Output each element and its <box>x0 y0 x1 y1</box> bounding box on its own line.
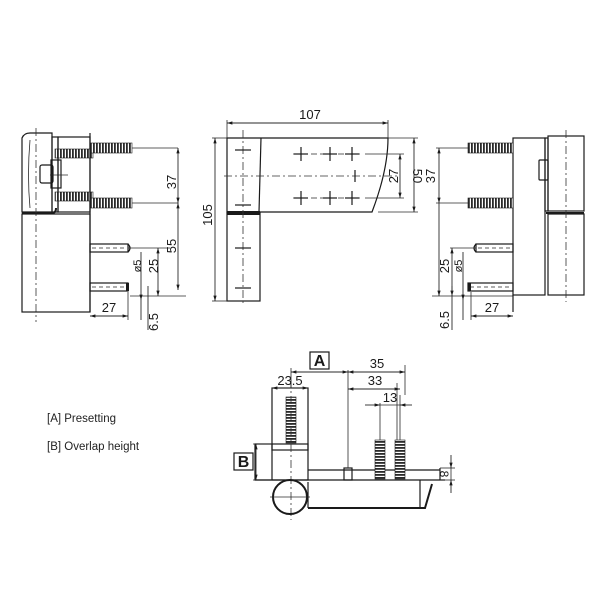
top-dim-35: 35 <box>370 356 384 371</box>
label-a-box <box>309 351 330 370</box>
left-side-view: 37 55 25 ø5 27 6.5 <box>21 128 186 331</box>
label-a: A <box>314 353 326 370</box>
left-dim-25: 25 <box>146 259 161 273</box>
top-dim-23-5: 23.5 <box>277 373 302 388</box>
legend-item-overlap-height: [B] Overlap height <box>47 441 140 453</box>
top-dim-8: 8 <box>437 471 451 478</box>
label-b-box <box>233 452 254 471</box>
right-dim-25: 25 <box>437 259 452 273</box>
right-dim-6-5: 6.5 <box>437 311 452 329</box>
right-dim-27: 27 <box>485 300 499 315</box>
top-dim-33: 33 <box>368 373 382 388</box>
front-dim-27: 27 <box>386 169 401 183</box>
front-dim-50: 50 <box>410 169 425 183</box>
legend-item-presetting: [A] Presetting <box>47 413 117 425</box>
top-section-view: 23.5 A 35 33 13 B 8 <box>233 351 455 520</box>
front-dim-107: 107 <box>299 107 321 122</box>
right-dim-37: 37 <box>423 169 438 183</box>
front-view: 107 105 27 50 <box>200 107 425 303</box>
front-dim-105: 105 <box>200 204 215 226</box>
left-dim-6-5: 6.5 <box>146 313 161 331</box>
left-dim-37: 37 <box>164 175 179 189</box>
right-dim-phi5: ø5 <box>453 260 465 273</box>
left-dim-phi5: ø5 <box>132 260 144 273</box>
left-dim-27: 27 <box>102 300 116 315</box>
top-dim-13: 13 <box>383 390 397 405</box>
right-side-view: 37 25 ø5 27 6.5 <box>423 130 585 330</box>
screw-hole-crosses <box>293 147 360 205</box>
label-b: B <box>238 454 250 471</box>
left-dim-55: 55 <box>164 239 179 253</box>
